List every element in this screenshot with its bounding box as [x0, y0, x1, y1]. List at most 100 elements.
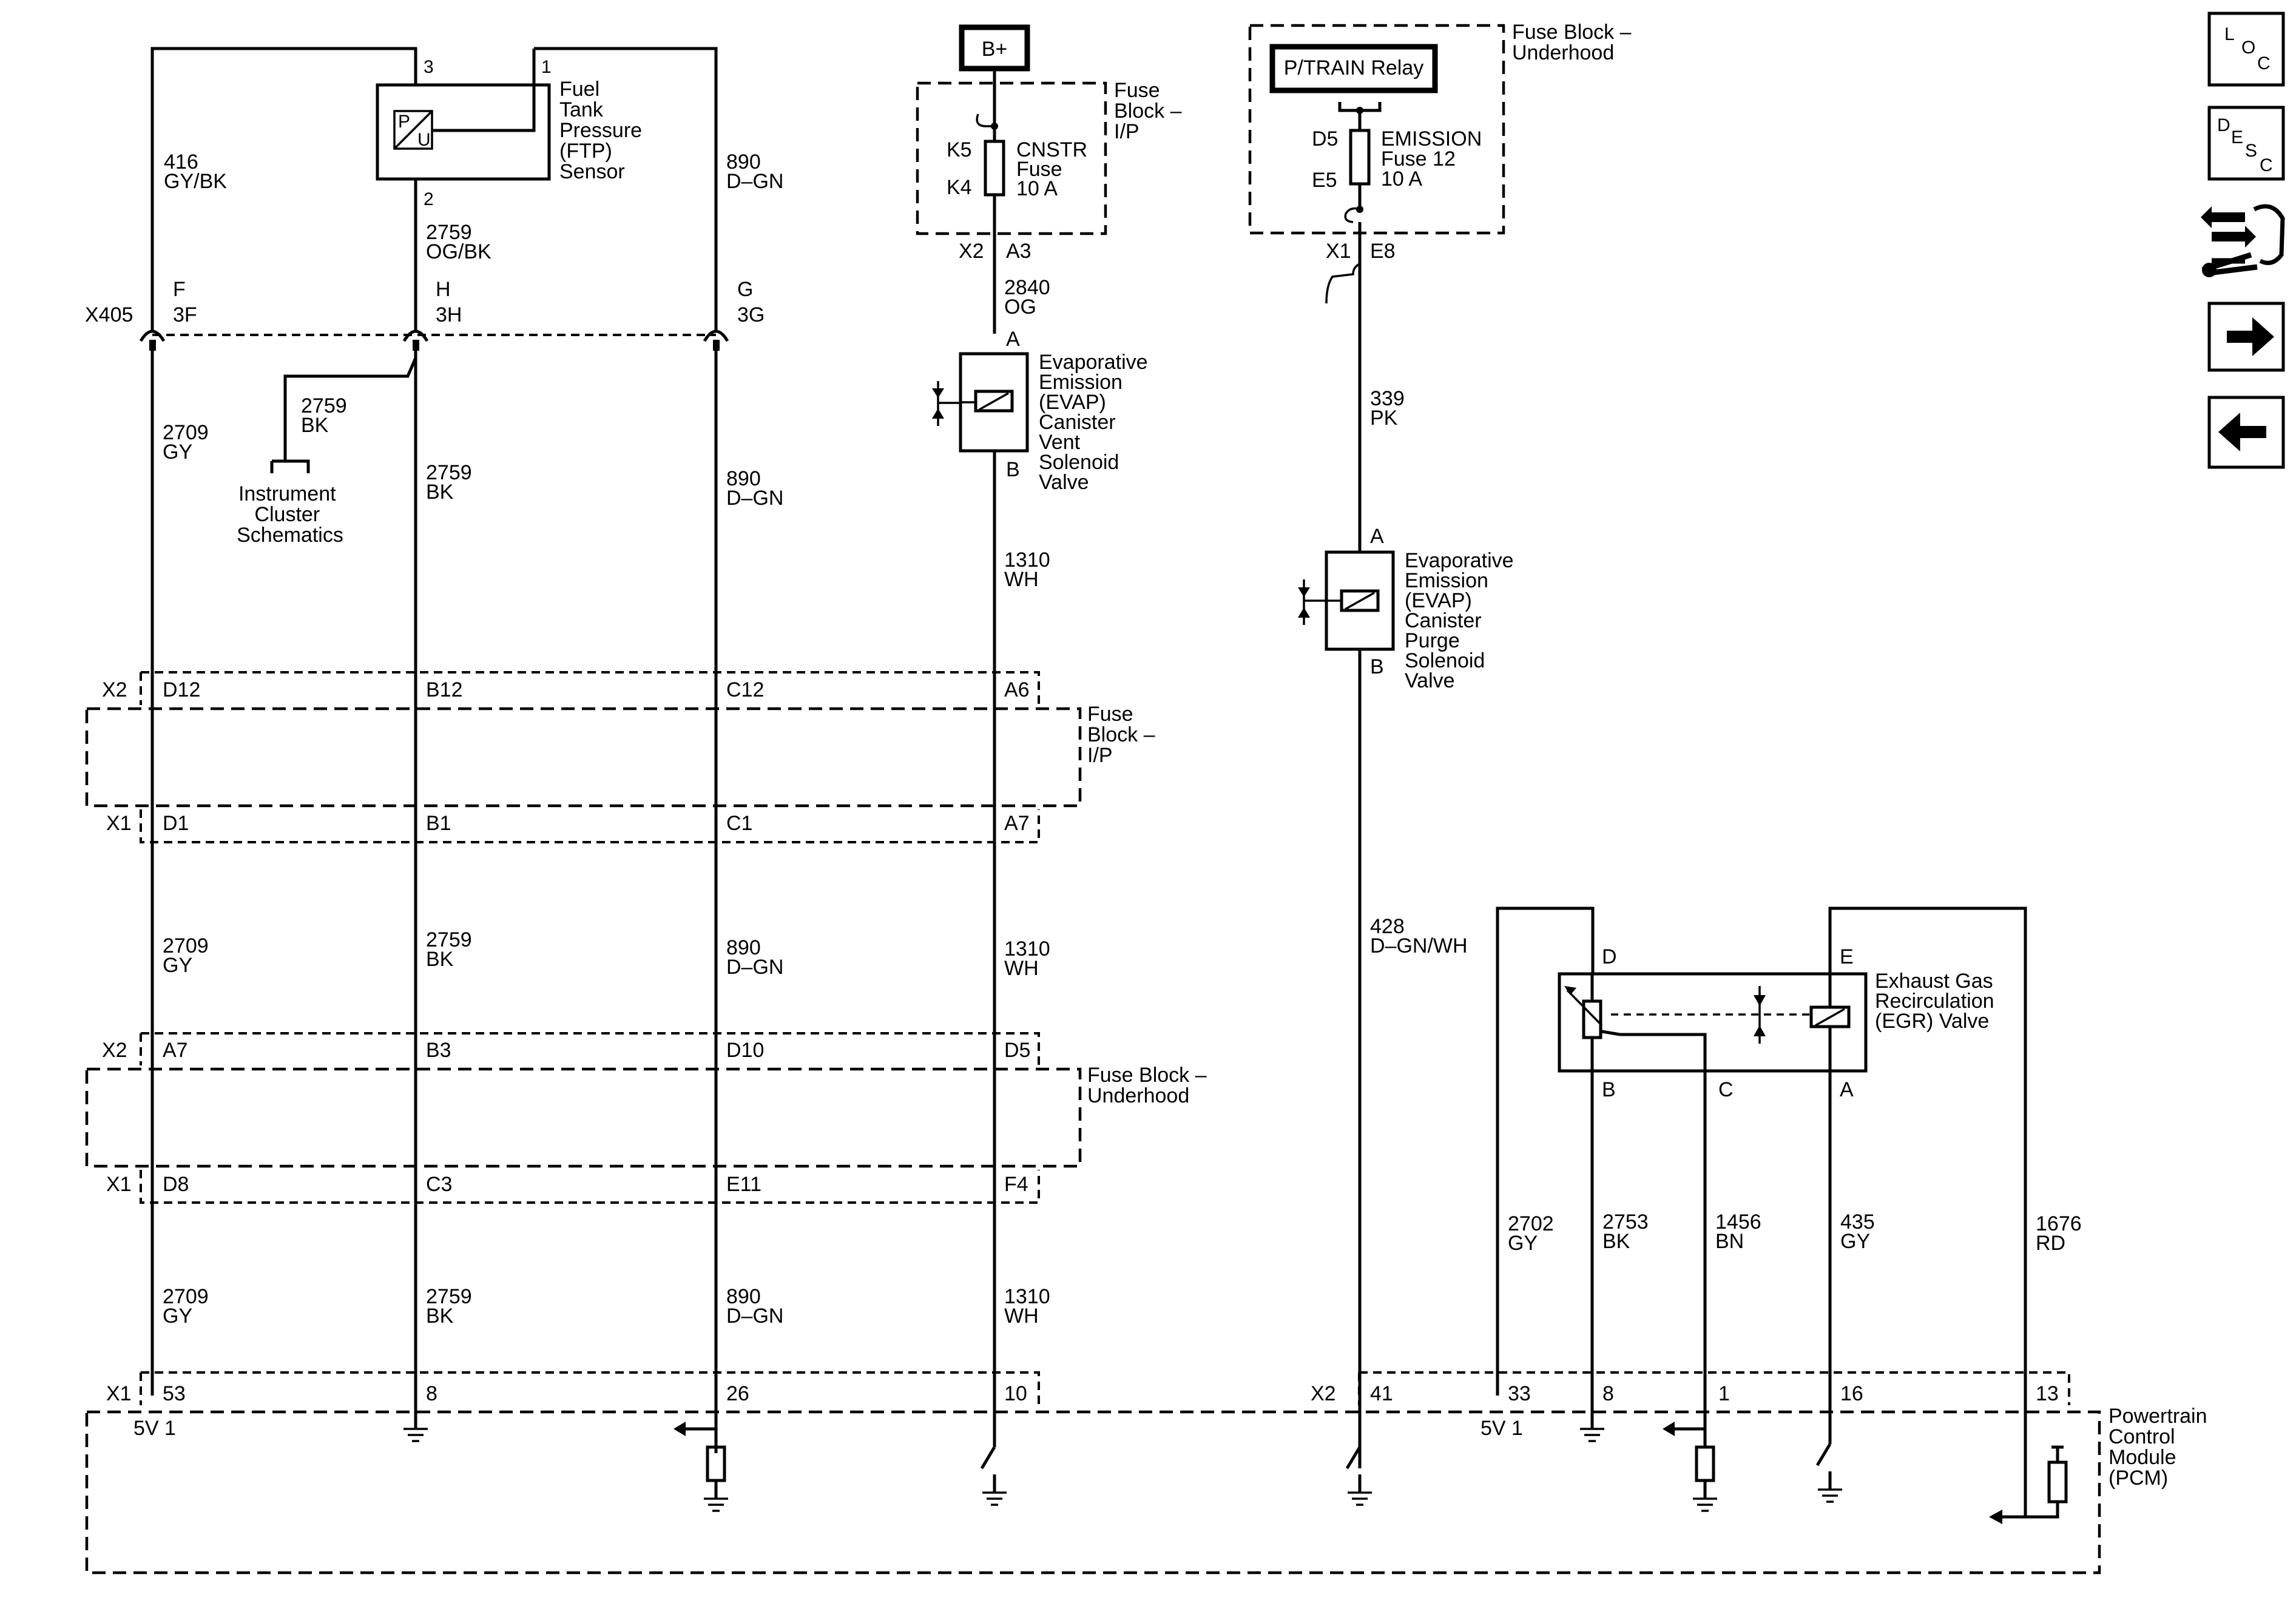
pcm-x2-pin-5: 13 [2036, 1382, 2059, 1405]
ftp-pin-2: 2 [424, 189, 434, 209]
x405-label: X405 [85, 303, 133, 326]
pcm-x1-label: X1 [106, 1382, 132, 1405]
next-page-button[interactable] [2207, 302, 2285, 372]
pcm-pullup-1 [674, 1383, 728, 1512]
egr-pin-c: C [1718, 1078, 1734, 1101]
egr-valve-label: Exhaust Gas Recirculation (EGR) Valve [1875, 970, 2000, 1033]
ip-x1-pin-1: B1 [426, 812, 451, 835]
evap-purge-a-label: A [1370, 525, 1384, 548]
desc-button[interactable]: D E S C [2207, 106, 2285, 181]
emission-d5-label: D5 [1312, 127, 1338, 150]
wire-1676-loop [1828, 906, 2027, 1517]
loc-letter-c: C [2257, 53, 2271, 73]
evap-vent-a-label: A [1006, 328, 1020, 351]
x405-g-label: G 3G [737, 278, 765, 326]
uh-x1-pin-2: E11 [726, 1173, 761, 1196]
pcm-x2-pin-3: 1 [1718, 1382, 1730, 1405]
ip-x2-pin-2: C12 [726, 678, 764, 701]
uh-x2-pin-3: D5 [1004, 1039, 1030, 1062]
pcm-ground-2 [1580, 1414, 1604, 1442]
fuse-block-underhood-top-label: Fuse Block – Underhood [1512, 21, 1637, 64]
uh-x2-label: X2 [102, 1039, 127, 1062]
ptrain-relay-label: P/TRAIN Relay [1284, 56, 1424, 79]
ic-branch [283, 357, 417, 461]
pcm-label: Powertrain Control Module (PCM) [2109, 1405, 2213, 1490]
uh-x1-pin-1: C3 [426, 1173, 452, 1196]
wire-2759-bk-ic-label: 2759 BK [301, 394, 353, 437]
pcm-switch-2 [1345, 1414, 1372, 1506]
pcm-module [85, 1410, 2101, 1575]
wire-416-loop [150, 47, 417, 333]
evap-purge-label: Evaporative Emission (EVAP) Canister Pur… [1405, 549, 1519, 692]
wire-890-top-label: 890 D–GN [726, 150, 783, 193]
five-v-label-2: 5V 1 [1481, 1417, 1523, 1440]
pcm-x2-pin-2: 8 [1602, 1382, 1614, 1405]
fuse-block-ip-mid [85, 707, 1082, 808]
cnstr-fuse-label: CNSTR Fuse 10 A [1016, 138, 1093, 200]
arrow-left-icon [2218, 413, 2266, 451]
cnstr-k5-label: K5 [947, 138, 972, 161]
uh-x1-label: X1 [106, 1173, 132, 1196]
pcm-x1-pin-2: 26 [726, 1382, 749, 1405]
evap-vent-label: Evaporative Emission (EVAP) Canister Ven… [1039, 351, 1153, 494]
wire-339-label: 339 PK [1370, 387, 1410, 430]
fuse-block-ip-mid-label: Fuse Block – I/P [1087, 703, 1161, 767]
uh-x1-pin-0: D8 [163, 1173, 189, 1196]
ip-x1-pin-3: A7 [1004, 812, 1030, 835]
ip-x2-pin-0: D12 [163, 678, 200, 701]
ftp-p-label: P [398, 112, 410, 132]
pcm-x1-pin-1: 8 [426, 1382, 437, 1405]
cnstr-fuse [976, 113, 1005, 334]
ip-x2-pin-1: B12 [426, 678, 463, 701]
fuse-block-underhood-mid-label: Fuse Block – Underhood [1087, 1064, 1212, 1107]
wire-428-label: 428 D–GN/WH [1370, 915, 1468, 957]
wire-2840-label: 2840 OG [1004, 276, 1056, 319]
uh-x2-pin-0: A7 [163, 1039, 188, 1062]
ptrain-relay: P/TRAIN Relay [1269, 44, 1438, 93]
x2-a3-label: X2 A3 [959, 240, 1032, 263]
fuse-block-ip-top [916, 81, 1107, 235]
b-plus-source: B+ [959, 24, 1030, 72]
loc-letter-l: L [2224, 24, 2235, 44]
x405-h-label: H 3H [436, 278, 462, 326]
loc-letter-o: O [2241, 38, 2255, 58]
desc-letter-c: C [2260, 155, 2273, 175]
instrument-cluster-label: Instrument Cluster Schematics [237, 482, 343, 547]
x405-f-label: F 3F [173, 278, 197, 326]
emission-fuse-label: EMISSION Fuse 12 10 A [1381, 127, 1488, 191]
egr-pin-a: A [1840, 1078, 1854, 1101]
ip-x1-label: X1 [106, 812, 132, 835]
pcm-x2-pin-0: 41 [1370, 1382, 1393, 1405]
desc-letter-d: D [2217, 115, 2230, 135]
service-tools-button[interactable] [2201, 204, 2285, 277]
x1-e8-connector [1325, 263, 1360, 304]
pcm-x2-label: X2 [1311, 1382, 1336, 1405]
fuse-block-underhood-top [1248, 24, 1505, 235]
loc-button[interactable]: L O C [2207, 12, 2285, 87]
ip-x2-pin-3: A6 [1004, 678, 1030, 701]
wire-890-loop [534, 47, 718, 333]
ftp-sensor: P U Fuel Tank Pressure (FTP) Sensor 3 1 … [376, 49, 642, 209]
wire-2759-top-label: 2759 OG/BK [426, 221, 491, 263]
wire-416-label: 416 GY/BK [164, 150, 227, 193]
previous-page-button[interactable] [2207, 396, 2285, 469]
ip-x1-pin-0: D1 [163, 812, 189, 835]
pcm-ground-1 [403, 1414, 428, 1442]
evap-vent-solenoid [932, 352, 1029, 453]
pcm-x2-pin-1: 33 [1508, 1382, 1531, 1405]
pcm-x2-pin-4: 16 [1840, 1382, 1863, 1405]
cnstr-k4-label: K4 [947, 176, 972, 199]
